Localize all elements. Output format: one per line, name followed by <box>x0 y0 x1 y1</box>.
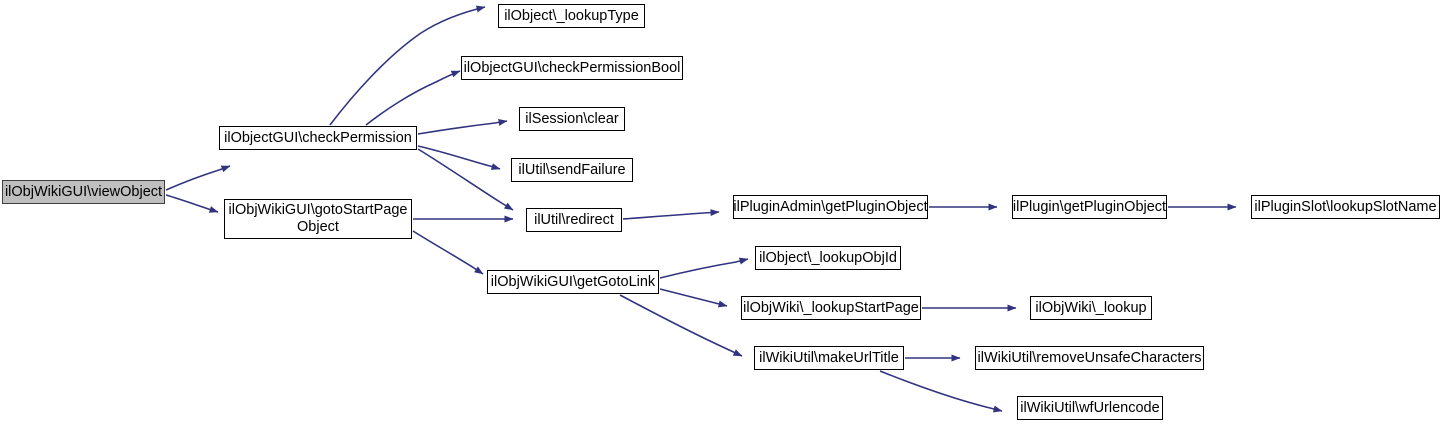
call-edge-n2-to-n8 <box>412 230 484 275</box>
graph-node-label: ilObjWiki\_lookup <box>1035 299 1147 316</box>
graph-node-label: ilObjWikiGUI\gotoStartPage Object <box>228 202 408 235</box>
graph-node-n2[interactable]: ilObjWikiGUI\gotoStartPage Object <box>224 199 412 239</box>
graph-node-label: ilUtil\redirect <box>534 211 614 228</box>
graph-node-n17[interactable]: ilPluginSlot\lookupSlotName <box>1251 195 1440 219</box>
graph-node-label: ilWikiUtil\removeUnsafeCharacters <box>977 349 1202 366</box>
graph-node-n11[interactable]: ilObjWiki\_lookupStartPage <box>741 296 921 320</box>
call-edge-n1-to-n4 <box>365 70 461 126</box>
graph-node-n16[interactable]: ilWikiUtil\wfUrlencode <box>1017 396 1163 420</box>
call-edge-n0-to-n1 <box>165 165 231 191</box>
graph-node-n10[interactable]: ilObject\_lookupObjId <box>755 246 901 270</box>
graph-node-label: ilSession\clear <box>525 110 619 127</box>
graph-node-label: ilObject\_lookupObjId <box>759 249 897 266</box>
graph-node-n9[interactable]: ilPluginAdmin\getPluginObject <box>733 195 928 219</box>
call-edge-n1-to-n5 <box>417 118 508 135</box>
graph-node-n12[interactable]: ilWikiUtil\makeUrlTitle <box>754 346 904 370</box>
graph-node-label: ilPluginAdmin\getPluginObject <box>733 198 928 215</box>
graph-node-n5[interactable]: ilSession\clear <box>519 107 625 131</box>
call-edge-n1-to-n7 <box>417 148 514 211</box>
graph-node-label: ilObject\_lookupType <box>504 7 639 24</box>
graph-node-n4[interactable]: ilObjectGUI\checkPermissionBool <box>461 56 683 80</box>
graph-node-label: ilPluginSlot\lookupSlotName <box>1254 198 1437 215</box>
graph-node-n3[interactable]: ilObject\_lookupType <box>498 4 645 28</box>
call-edge-n8-to-n11 <box>659 288 728 308</box>
graph-node-n0[interactable]: ilObjWikiGUI\viewObject <box>2 180 165 204</box>
graph-node-n15[interactable]: ilWikiUtil\removeUnsafeCharacters <box>975 346 1204 370</box>
graph-node-label: ilObjWikiGUI\viewObject <box>4 183 163 200</box>
graph-node-label: ilObjWikiGUI\getGotoLink <box>490 273 656 290</box>
call-edge-n7-to-n9 <box>622 209 720 220</box>
graph-node-label: ilObjWiki\_lookupStartPage <box>743 299 919 316</box>
graph-node-n8[interactable]: ilObjWikiGUI\getGotoLink <box>487 270 659 294</box>
graph-node-n7[interactable]: ilUtil\redirect <box>526 208 622 232</box>
call-edge-n8-to-n10 <box>659 257 749 279</box>
graph-node-label: ilWikiUtil\makeUrlTitle <box>759 349 899 366</box>
graph-node-label: ilObjectGUI\checkPermission <box>224 129 412 146</box>
call-edge-n1-to-n6 <box>417 145 501 170</box>
graph-node-n14[interactable]: ilObjWiki\_lookup <box>1030 296 1152 320</box>
graph-node-label: ilWikiUtil\wfUrlencode <box>1020 399 1160 416</box>
graph-node-n1[interactable]: ilObjectGUI\checkPermission <box>219 126 417 150</box>
graph-node-n13[interactable]: ilPlugin\getPluginObject <box>1012 195 1167 219</box>
call-edge-n8-to-n12 <box>619 294 743 357</box>
call-edge-n0-to-n2 <box>165 194 219 213</box>
graph-node-n6[interactable]: ilUtil\sendFailure <box>511 158 633 182</box>
graph-node-label: ilPlugin\getPluginObject <box>1012 198 1167 215</box>
graph-node-label: ilObjectGUI\checkPermissionBool <box>463 59 681 76</box>
graph-node-label: ilUtil\sendFailure <box>518 161 626 178</box>
call-edge-n12-to-n16 <box>879 370 1003 413</box>
